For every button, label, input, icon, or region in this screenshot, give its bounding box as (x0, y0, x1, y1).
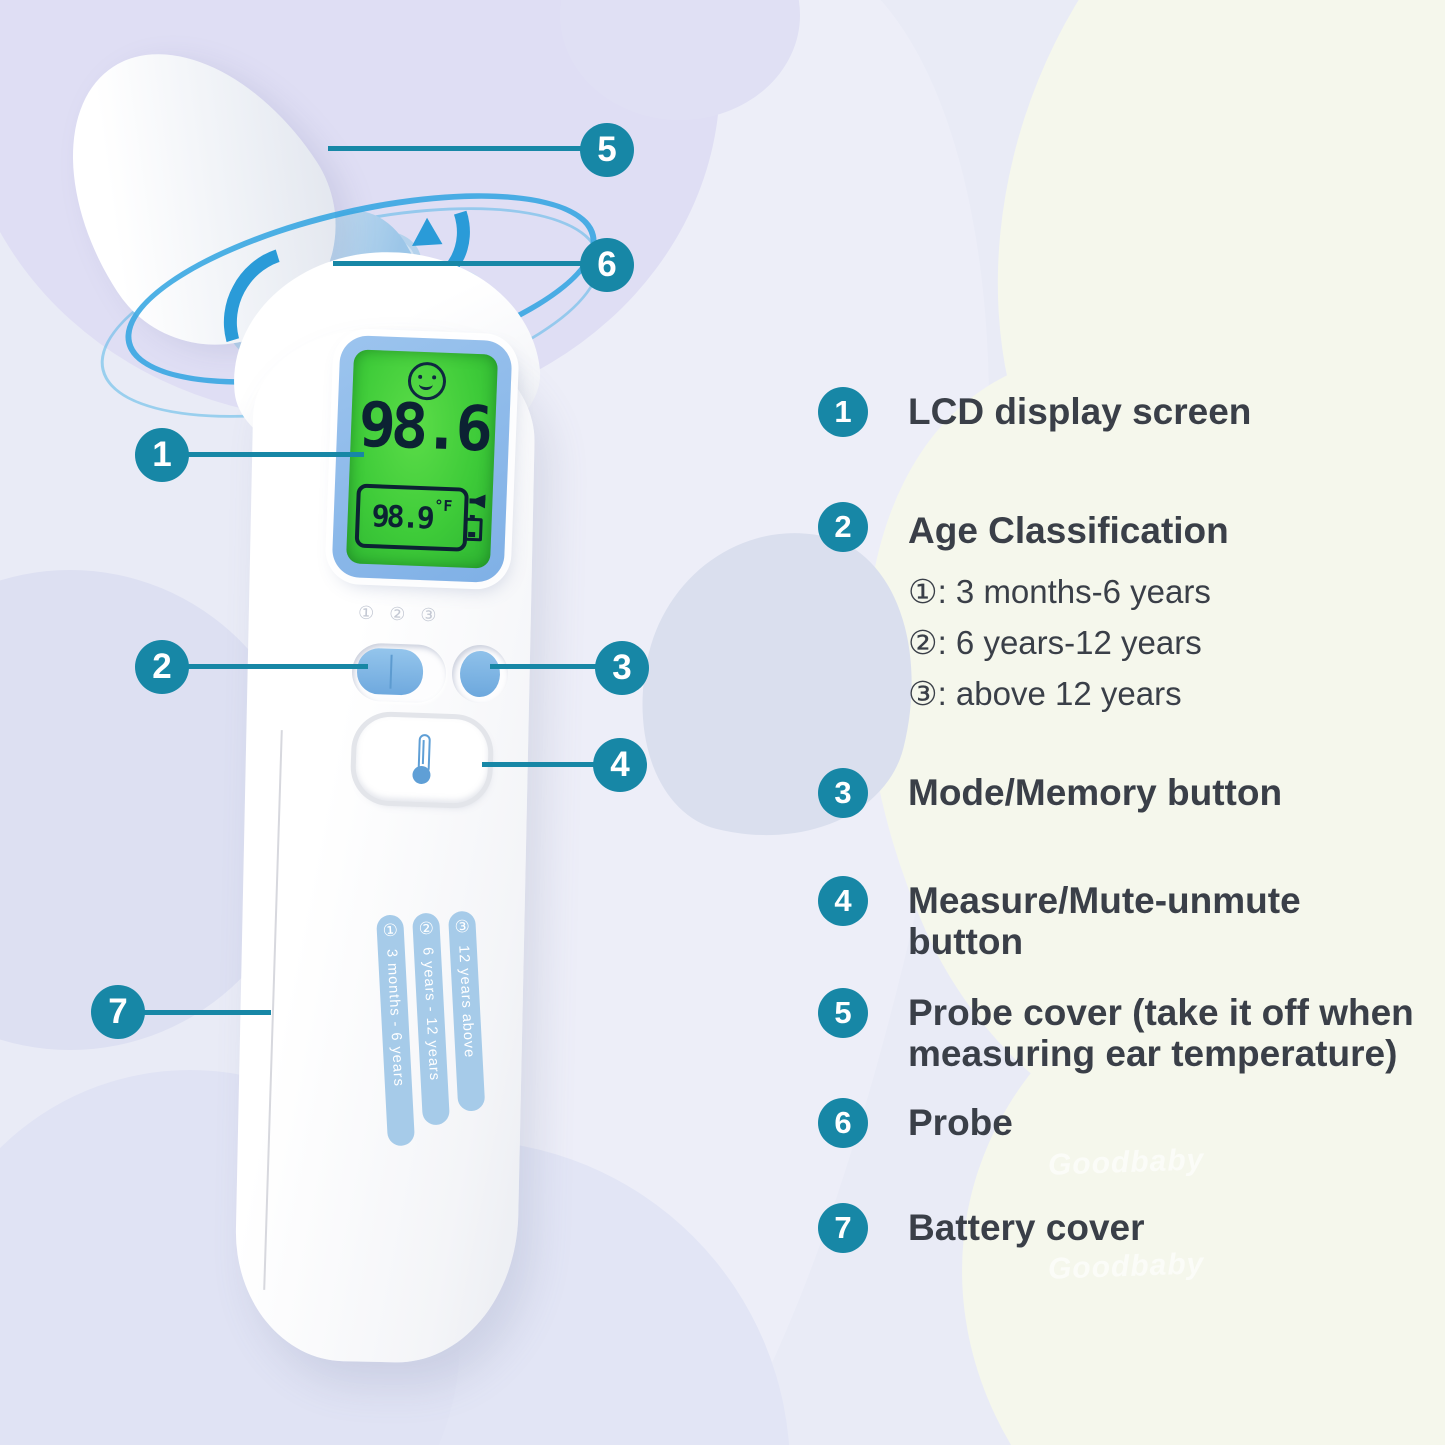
callout-line-7 (143, 1010, 271, 1015)
age-selector-slider (351, 642, 447, 704)
callout-line-1 (188, 452, 364, 457)
watermark: Goodbaby (1047, 1247, 1205, 1286)
callout-line-2 (188, 664, 368, 669)
legend-sub-2b: ②: 6 years-12 years (908, 624, 1202, 661)
lcd-memory-box: 98.9 °F (354, 483, 469, 552)
legend-label-1: LCD display screen (908, 391, 1252, 432)
callout-line-6 (333, 261, 583, 266)
lcd-main-temperature: 98.6 (357, 387, 490, 466)
age-mark-3: ③ (419, 604, 437, 626)
lcd-unit: °F (433, 496, 453, 516)
callout-1: 1 (135, 428, 189, 482)
watermark: Goodbaby (1047, 1143, 1205, 1182)
callout-6: 6 (580, 238, 634, 292)
legend-num-7: 7 (818, 1203, 868, 1253)
age-mark-1: ① (357, 602, 375, 624)
legend-sub-2a: ①: 3 months-6 years (908, 573, 1211, 610)
mode-memory-button (459, 650, 501, 698)
callout-4: 4 (593, 738, 647, 792)
age-range-labels: ① 3 months - 6 years ② 6 years - 12 year… (376, 910, 487, 1147)
legend-num-2: 2 (818, 502, 868, 552)
measure-button (354, 715, 490, 805)
age-mark-2: ② (388, 603, 406, 625)
callout-5: 5 (580, 123, 634, 177)
legend-num-3: 3 (818, 768, 868, 818)
legend-num-5: 5 (818, 988, 868, 1038)
callout-line-3 (490, 664, 598, 669)
age-selector-knob (356, 647, 424, 696)
callout-3: 3 (595, 641, 649, 695)
legend-num-6: 6 (818, 1098, 868, 1148)
lcd-memory-temperature: 98.9 (370, 498, 433, 536)
battery-icon (463, 517, 483, 542)
callout-line-5 (328, 146, 583, 151)
legend-label-7: Battery cover (908, 1207, 1145, 1248)
age-selector-marks: ① ② ③ (358, 603, 437, 627)
legend-label-3: Mode/Memory button (908, 772, 1283, 813)
callout-line-4 (482, 762, 596, 767)
lcd-display: 98.6 98.9 °F (331, 334, 513, 584)
legend-sub-2c: ③: above 12 years (908, 675, 1182, 712)
legend-label-4: Measure/Mute-unmute button (908, 880, 1301, 963)
legend-num-1: 1 (818, 387, 868, 437)
legend-label-2: Age Classification (908, 510, 1229, 551)
callout-7: 7 (91, 985, 145, 1039)
legend-label-6: Probe (908, 1102, 1013, 1143)
legend-num-4: 4 (818, 876, 868, 926)
speaker-icon (469, 494, 486, 509)
age-range-label-2: ② 6 years - 12 years (411, 912, 451, 1126)
lcd-screen: 98.6 98.9 °F (345, 349, 499, 569)
callout-2: 2 (135, 640, 189, 694)
legend-label-5: Probe cover (take it off when measuring … (908, 992, 1414, 1075)
thermometer-icon (411, 733, 433, 787)
